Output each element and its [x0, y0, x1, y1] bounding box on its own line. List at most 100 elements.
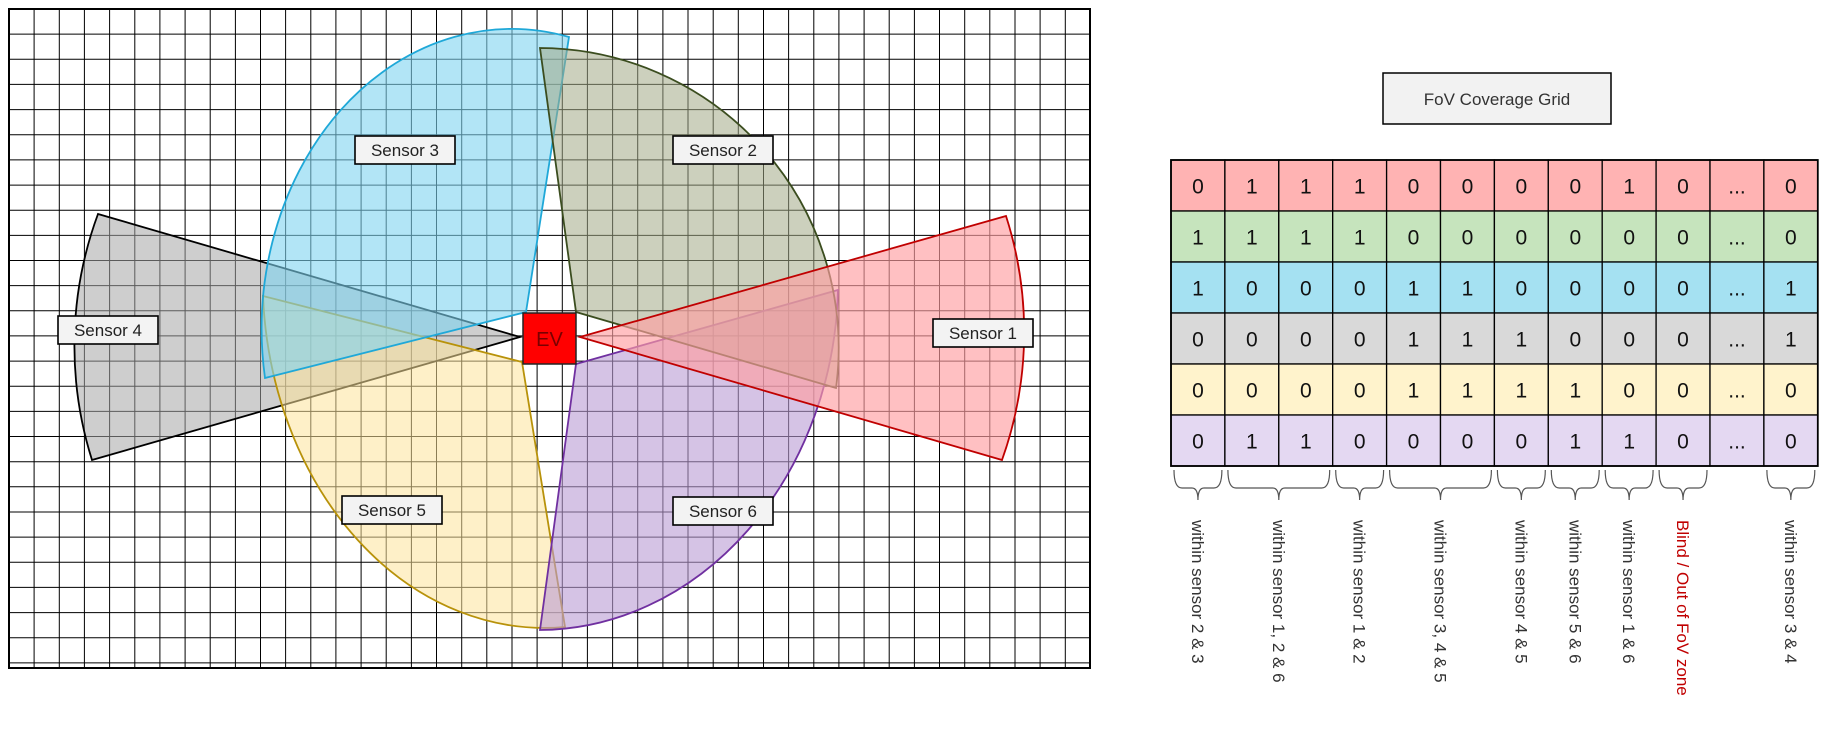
coverage-cell	[1601, 312, 1657, 365]
coverage-cell-value: ...	[1728, 227, 1746, 250]
coverage-cell-value: 1	[1408, 329, 1420, 352]
coverage-table: 0 1 1 1 0 0 0 0 1 0... 0 1 1 1 1 0 0 0 0 0 0... 0 1 0 0 0 1 1 0 0 0 0..…	[1170, 159, 1819, 467]
coverage-cell-value: ...	[1728, 329, 1746, 352]
coverage-cell-value: 0	[1516, 227, 1528, 250]
coverage-cell-value: 1	[1462, 278, 1474, 301]
sensor-4-label-text: Sensor 4	[74, 321, 142, 340]
coverage-cell-value: 1	[1569, 380, 1581, 403]
coverage-cell	[1655, 363, 1711, 416]
zone-label: Blind / Out of FoV zone	[1673, 520, 1692, 696]
coverage-cell-value: 1	[1246, 176, 1258, 199]
coverage-cell-value: 0	[1677, 278, 1689, 301]
zone-brace	[1173, 469, 1223, 501]
coverage-cell-value: 1	[1785, 278, 1797, 301]
coverage-cell-value: 1	[1300, 227, 1312, 250]
coverage-cell	[1385, 261, 1442, 314]
zone-brace	[1766, 469, 1816, 501]
zone-label: within sensor 3, 4 & 5	[1431, 519, 1450, 683]
coverage-cell-value: 0	[1354, 380, 1366, 403]
coverage-cell-value: 0	[1623, 278, 1635, 301]
coverage-cell-value: 0	[1516, 278, 1528, 301]
coverage-cell-value: 1	[1300, 176, 1312, 199]
coverage-cell-value: 0	[1354, 278, 1366, 301]
coverage-title-box	[1382, 72, 1612, 125]
coverage-cell-value: 0	[1354, 431, 1366, 454]
zone-label: within sensor 5 & 6	[1565, 519, 1584, 664]
coverage-cell	[1493, 210, 1549, 263]
zone-label: within sensor 1 & 2	[1350, 519, 1369, 664]
coverage-cell	[1601, 261, 1657, 314]
sensor-2-label-text: Sensor 2	[689, 141, 757, 160]
sensor-1-label: Sensor 1	[932, 318, 1034, 348]
coverage-cell	[1763, 312, 1819, 365]
coverage-cell-value: 0	[1569, 176, 1581, 199]
coverage-cell-value: 0	[1785, 176, 1797, 199]
coverage-cell	[1170, 261, 1226, 314]
coverage-cell-value: 0	[1300, 329, 1312, 352]
coverage-cell	[1709, 363, 1765, 416]
coverage-cell	[1224, 312, 1280, 365]
zone-brace	[1335, 469, 1385, 501]
coverage-cell-value: 1	[1408, 278, 1420, 301]
coverage-cell-value: 1	[1192, 227, 1204, 250]
coverage-cell-value: 1	[1246, 227, 1258, 250]
coverage-cell-value: 0	[1408, 431, 1420, 454]
coverage-cell-value: 1	[1623, 176, 1635, 199]
zone-label: within sensor 3 & 4	[1781, 519, 1800, 664]
sensor-3-label-text: Sensor 3	[371, 141, 439, 160]
coverage-cell-value: 0	[1785, 380, 1797, 403]
coverage-cell-value: 0	[1462, 227, 1474, 250]
coverage-cell	[1493, 159, 1549, 212]
coverage-cell-value: 0	[1677, 329, 1689, 352]
coverage-cell-value: 0	[1677, 176, 1689, 199]
coverage-cell-value: 0	[1192, 380, 1204, 403]
coverage-cell-value: 0	[1192, 431, 1204, 454]
coverage-cell-value: 0	[1677, 227, 1689, 250]
coverage-cell	[1332, 312, 1388, 365]
coverage-cell	[1170, 159, 1226, 212]
sensor-2-label: Sensor 2	[672, 135, 774, 165]
coverage-cell-value: ...	[1728, 380, 1746, 403]
coverage-cell	[1763, 363, 1819, 416]
coverage-cell-value: 0	[1462, 176, 1474, 199]
zone-brace	[1604, 469, 1654, 501]
coverage-cell	[1763, 414, 1819, 467]
coverage-cell-value: 0	[1677, 431, 1689, 454]
zone-label: within sensor 1 & 6	[1619, 519, 1638, 664]
coverage-cell	[1493, 363, 1549, 416]
zone-label: within sensor 2 & 3	[1188, 519, 1207, 664]
zone-brace	[1496, 469, 1546, 501]
sensor-1-label-text: Sensor 1	[949, 324, 1017, 343]
coverage-cell	[1547, 363, 1603, 416]
coverage-cell	[1655, 414, 1711, 467]
coverage-cell	[1493, 261, 1549, 314]
coverage-title: FoV Coverage Grid	[1382, 72, 1612, 125]
coverage-cell	[1763, 261, 1819, 314]
coverage-cell-value: 0	[1300, 278, 1312, 301]
coverage-table-border	[1170, 159, 1819, 467]
coverage-cell	[1709, 210, 1765, 263]
coverage-cell	[1439, 363, 1496, 416]
coverage-title-text: FoV Coverage Grid	[1424, 90, 1570, 109]
sensor-4-label: Sensor 4	[57, 315, 159, 345]
coverage-cell	[1439, 210, 1496, 263]
coverage-cell	[1547, 210, 1603, 263]
coverage-cell-value: 0	[1785, 227, 1797, 250]
coverage-cell-value: 0	[1569, 278, 1581, 301]
coverage-cell-value: 1	[1354, 176, 1366, 199]
coverage-cell-value: 1	[1785, 329, 1797, 352]
coverage-cell-value: 1	[1516, 380, 1528, 403]
coverage-cell	[1170, 210, 1226, 263]
coverage-cell-value: 0	[1516, 431, 1528, 454]
coverage-cell	[1385, 363, 1442, 416]
coverage-cell	[1224, 210, 1280, 263]
coverage-cell-value: ...	[1728, 278, 1746, 301]
coverage-cell	[1601, 159, 1657, 212]
coverage-cell	[1278, 261, 1334, 314]
coverage-cell	[1439, 414, 1496, 467]
ev-label: EV	[536, 329, 563, 351]
coverage-cell-value: 0	[1300, 380, 1312, 403]
